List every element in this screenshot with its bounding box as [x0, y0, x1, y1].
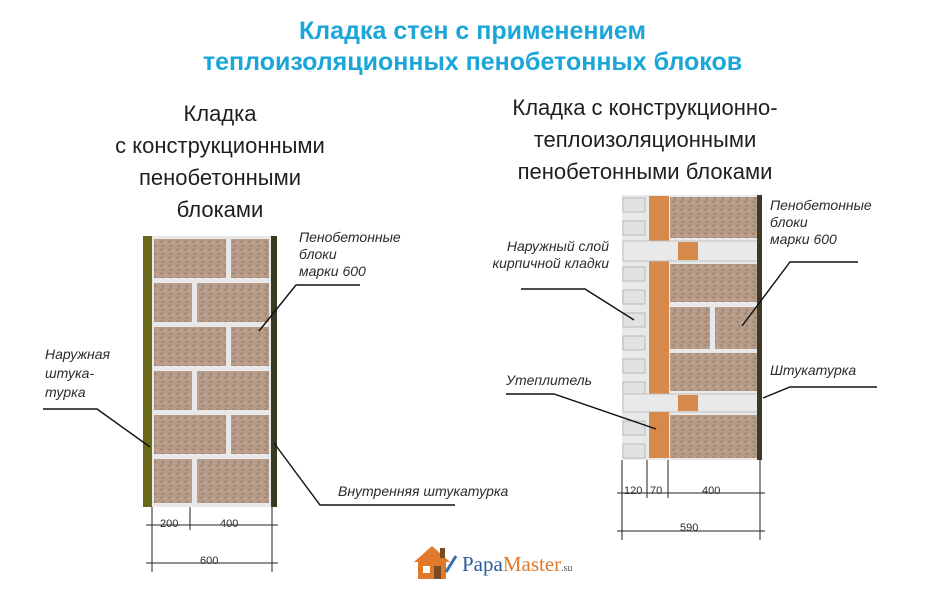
- right-dimensions: [617, 460, 765, 540]
- left-heading-line: пенобетонными: [139, 165, 301, 190]
- left-wall: [143, 236, 278, 572]
- right-label-blocks-line: марки 600: [770, 231, 837, 247]
- house-icon: [414, 546, 458, 579]
- logo-brand-b: Master: [502, 552, 562, 576]
- left-inner-plaster: [271, 236, 277, 507]
- left-outer-plaster: [143, 236, 152, 507]
- left-heading-line: Кладка: [183, 101, 257, 126]
- left-label-outer-line: турка: [45, 384, 86, 400]
- right-dim-400: 400: [702, 485, 721, 497]
- left-label-blocks-line: блоки: [299, 246, 337, 262]
- left-dim-400: 400: [220, 518, 239, 530]
- right-heading: Кладка с конструкционно- теплоизоляционн…: [480, 92, 810, 188]
- right-heading-line: теплоизоляционными: [533, 127, 757, 152]
- left-label-inner-plaster: Внутренняя штукатурка: [338, 483, 509, 499]
- right-dim-70: 70: [650, 485, 663, 497]
- left-label-outer-line: Наружная: [45, 346, 110, 362]
- left-dim-200: 200: [160, 518, 179, 530]
- left-label-outer-plaster: Наружная штука- турка: [45, 345, 110, 402]
- logo-suffix: .su: [561, 563, 573, 574]
- logo-brand-a: Papa: [462, 552, 503, 576]
- right-label-plaster: Штукатурка: [770, 362, 857, 378]
- left-dimensions: [146, 507, 278, 572]
- left-heading-line: с конструкционными: [115, 133, 325, 158]
- papamaster-logo[interactable]: PapaMaster.su: [410, 542, 573, 582]
- right-label-blocks: Пенобетонные блоки марки 600: [770, 197, 872, 248]
- right-label-insulation: Утеплитель: [506, 372, 593, 388]
- right-wall: [617, 195, 765, 540]
- left-label-blocks-line: Пенобетонные: [299, 229, 401, 245]
- right-foam-blocks: [670, 197, 758, 458]
- left-foam-blocks: [154, 239, 269, 503]
- page-title-line1: Кладка стен с применением: [299, 17, 646, 45]
- left-heading-line: блоками: [176, 197, 264, 222]
- right-label-blocks-line: блоки: [770, 214, 808, 230]
- page-title-line2: теплоизоляционных пенобетонных блоков: [202, 48, 743, 76]
- leader-lines: [43, 261, 877, 506]
- left-dim-600: 600: [200, 555, 219, 567]
- right-label-blocks-line: Пенобетонные: [770, 197, 872, 213]
- right-label-brick-line: Наружный слой: [506, 238, 609, 254]
- left-heading: Кладка с конструкционными пенобетонными …: [70, 98, 370, 226]
- right-insulation-pieces: [649, 242, 698, 458]
- right-label-brick-line: кирпичной кладки: [492, 255, 609, 271]
- right-label-brick: Наружный слой кирпичной кладки: [474, 238, 609, 272]
- right-dim-120: 120: [624, 485, 643, 497]
- right-plaster: [757, 195, 762, 460]
- right-heading-line: Кладка с конструкционно-: [512, 95, 778, 120]
- right-dim-590: 590: [680, 522, 699, 534]
- left-label-outer-line: штука-: [45, 365, 95, 381]
- right-heading-line: пенобетонными блоками: [517, 159, 773, 184]
- left-label-blocks: Пенобетонные блоки марки 600: [299, 229, 401, 280]
- left-label-blocks-line: марки 600: [299, 263, 366, 279]
- logo-text: PapaMaster.su: [462, 552, 573, 577]
